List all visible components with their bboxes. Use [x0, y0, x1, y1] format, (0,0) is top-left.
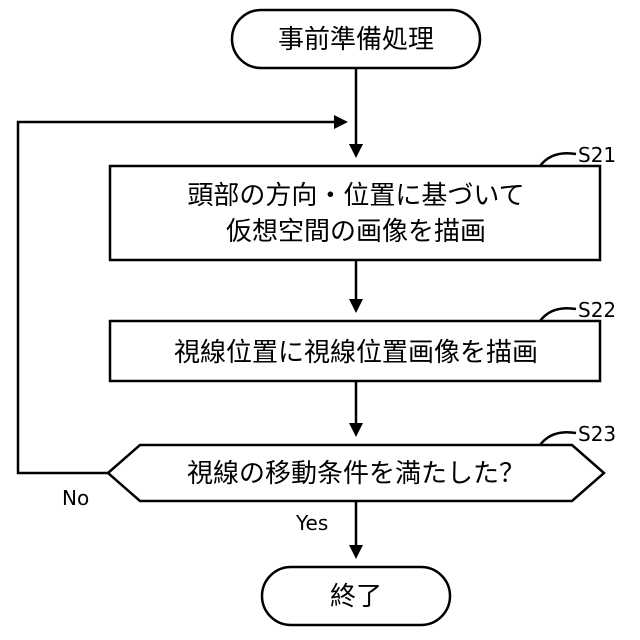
step-id-s22: S22	[578, 298, 616, 322]
step-id-s23: S23	[578, 422, 616, 446]
s21-line-1: 頭部の方向・位置に基づいて	[187, 181, 524, 211]
start-label: 事前準備処理	[278, 25, 434, 55]
end-label: 終了	[330, 582, 382, 612]
no-branch-label: No	[62, 486, 89, 510]
step-id-s21: S21	[578, 143, 616, 167]
s21-callout-line	[540, 153, 576, 166]
s22-callout-line	[540, 308, 576, 321]
s23-callout-line	[540, 432, 576, 445]
yes-branch-label: Yes	[295, 511, 328, 535]
decision-label: 視線の移動条件を満たした？	[187, 459, 525, 489]
s22-line-1: 視線位置に視線位置画像を描画	[174, 338, 538, 368]
s21-line-2: 仮想空間の画像を描画	[226, 217, 486, 247]
